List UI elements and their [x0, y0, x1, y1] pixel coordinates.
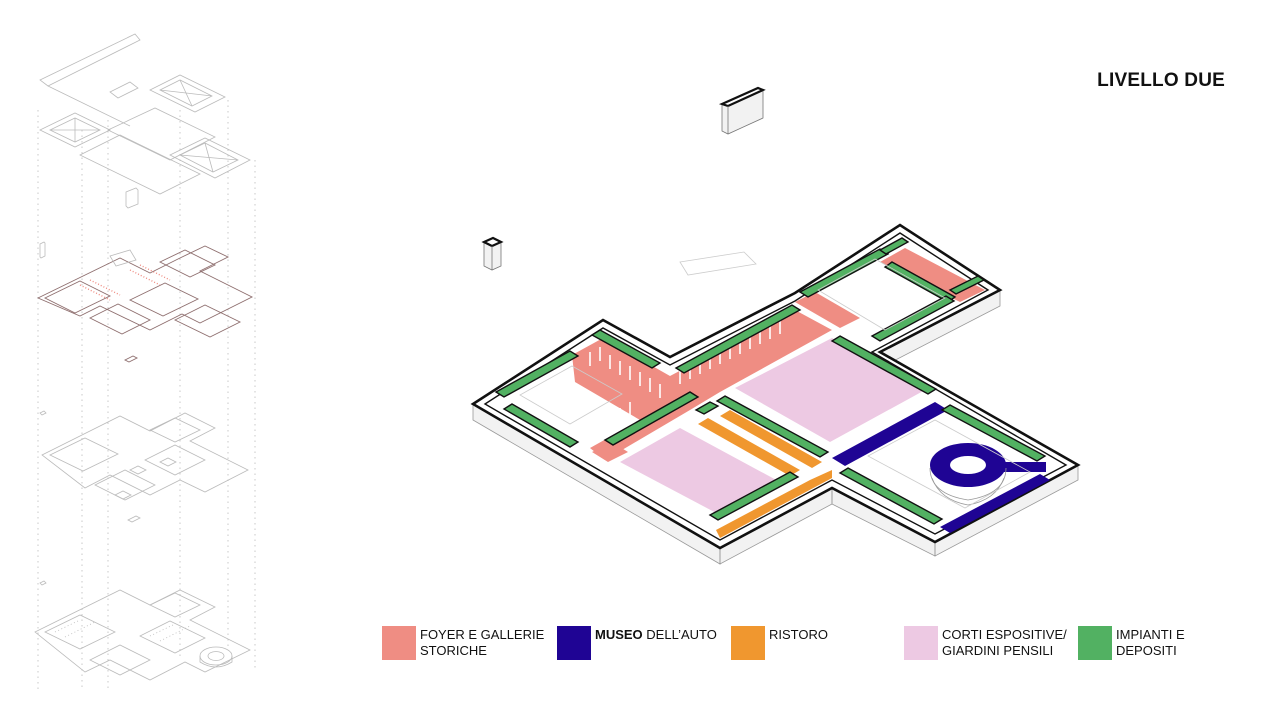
legend-item-ristoro: RISTORO [731, 626, 828, 660]
legend-swatch-foyer [382, 626, 416, 660]
foyer-strip-east [795, 292, 860, 328]
vertical-guides [37, 100, 256, 690]
level-roof [39, 33, 251, 195]
legend-swatch-impianti [1078, 626, 1112, 660]
level-two-ghost [36, 245, 254, 363]
zone-ristoro [698, 410, 832, 538]
level-one-ghost [41, 412, 249, 523]
exploded-levels-stack [34, 33, 256, 690]
depot-south-a [708, 471, 800, 521]
legend-swatch-corti [904, 626, 938, 660]
ristoro-strip-2 [720, 410, 822, 468]
ristoro-strip-1 [698, 418, 800, 476]
depot-small [694, 401, 720, 415]
museo-ramp [929, 443, 1046, 506]
level-two-plan [470, 86, 1081, 565]
level-ground-ghost [34, 589, 251, 681]
floating-slab-outline [679, 251, 757, 276]
depot-north-b [878, 237, 910, 255]
courtyard-outlines [519, 258, 1031, 509]
legend-label-ristoro: RISTORO [769, 627, 828, 642]
building-side-walls [472, 289, 1079, 565]
level-title: LIVELLO DUE [1097, 70, 1225, 91]
museo-south-band [940, 474, 1050, 533]
depot-north-a [798, 248, 890, 298]
depot-central-a [674, 304, 802, 374]
depot-north-d [948, 275, 986, 295]
floating-block-large [718, 86, 766, 135]
legend-swatch-museo [557, 626, 591, 660]
legend-label-corti: CORTI ESPOSITIVE/GIARDINI PENSILI [942, 627, 1067, 658]
zone-impianti [494, 237, 1047, 525]
depot-north-e [870, 295, 956, 342]
depot-east-b [715, 395, 830, 458]
legend-swatch-ristoro [731, 626, 765, 660]
zone-museo [832, 402, 1050, 533]
floating-block-small [481, 236, 504, 271]
legend-item-corti: CORTI ESPOSITIVE/GIARDINI PENSILI [904, 626, 1067, 660]
ristoro-strip-3 [716, 470, 832, 538]
legend-item-museo: MUSEO DELL’AUTO [557, 626, 717, 660]
floor-slab-inner-line [483, 232, 1068, 541]
foyer-south-piece [592, 442, 628, 462]
depot-west-c [590, 329, 662, 369]
corte-small [620, 428, 780, 515]
depot-southeast [940, 404, 1047, 462]
museo-band [832, 402, 948, 466]
depot-central-b [603, 391, 700, 446]
depot-west-b [502, 403, 580, 448]
depot-south-b [838, 467, 944, 525]
foyer-columns [589, 320, 781, 434]
legend-label-museo: MUSEO DELL’AUTO [595, 627, 717, 642]
depot-east-a [830, 335, 938, 395]
depot-west-a [494, 350, 580, 398]
